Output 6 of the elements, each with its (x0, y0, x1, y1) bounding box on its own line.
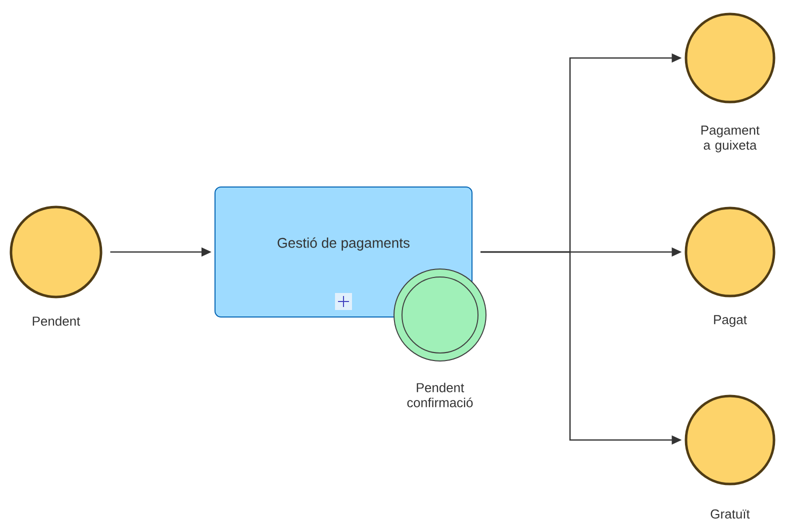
event-label: Pagament a guixeta (701, 126, 760, 152)
task-label: Gestió de pagaments (278, 237, 410, 251)
event-label: Pendent confirmació (407, 382, 473, 408)
event-label: Pendent (32, 316, 80, 326)
event-label: Gratuït (710, 509, 750, 519)
event-label: Pagat (714, 315, 747, 327)
